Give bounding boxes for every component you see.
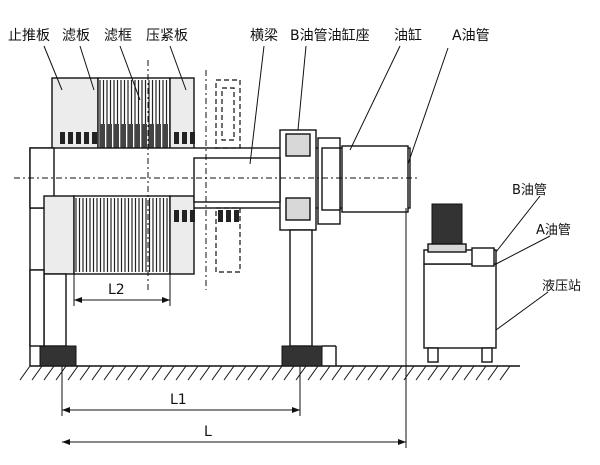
filter-frame-block bbox=[107, 124, 112, 148]
ground-hatch-line bbox=[475, 365, 487, 381]
filter-frame-block bbox=[114, 124, 119, 148]
ground bbox=[19, 365, 520, 381]
ground-hatch-line bbox=[103, 365, 115, 381]
plate-handle bbox=[182, 210, 187, 222]
filter-frame-block bbox=[128, 124, 133, 148]
ground-hatch-line bbox=[355, 365, 367, 381]
plate-handle bbox=[60, 132, 65, 144]
ground-hatch-line bbox=[127, 365, 139, 381]
plate-handle bbox=[218, 210, 223, 222]
ground-hatch-line bbox=[367, 365, 379, 381]
label-filter-frame: 滤框 bbox=[104, 28, 132, 44]
label-filter-plate: 滤板 bbox=[62, 28, 90, 44]
filter-frame-block bbox=[142, 124, 147, 148]
filter-frame-block bbox=[163, 124, 168, 148]
plate-handle bbox=[84, 132, 89, 144]
ground-hatch-line bbox=[307, 365, 319, 381]
leader-lines bbox=[43, 45, 551, 331]
ground-hatch-line bbox=[259, 365, 271, 381]
ground-hatch-line bbox=[211, 365, 223, 381]
ground-hatch-line bbox=[295, 365, 307, 381]
plate-handle bbox=[174, 132, 179, 144]
plate-handle bbox=[92, 132, 97, 144]
ground-hatch-line bbox=[487, 365, 499, 381]
plate-handle bbox=[182, 132, 187, 144]
ground-hatch-line bbox=[31, 365, 43, 381]
ground-hatch-line bbox=[43, 365, 55, 381]
plate-handle bbox=[190, 210, 195, 222]
left-frame-post bbox=[29, 269, 45, 347]
oil-cylinder bbox=[341, 145, 409, 213]
filter-frame-block bbox=[121, 124, 126, 148]
ground-hatch-line bbox=[151, 365, 163, 381]
left-support bbox=[39, 273, 77, 367]
ground-hatch-line bbox=[379, 365, 391, 381]
plate-handle bbox=[226, 210, 231, 222]
moving-plate-outline bbox=[215, 79, 241, 273]
upper-filter-stack bbox=[51, 77, 195, 159]
ground-hatch-line bbox=[343, 365, 355, 381]
cylinder-seat bbox=[279, 129, 341, 231]
ground-hatch-line bbox=[19, 365, 31, 381]
label-b-pipe-right: B油管 bbox=[512, 183, 547, 198]
label-a-pipe-right: A油管 bbox=[536, 223, 571, 238]
dimension-l1: L1 bbox=[170, 392, 187, 408]
ground-hatch-line bbox=[427, 365, 439, 381]
filter-frame-block bbox=[156, 124, 161, 148]
plate-handle bbox=[174, 210, 179, 222]
ground-hatch-line bbox=[331, 365, 343, 381]
label-hydraulic-station: 液压站 bbox=[542, 279, 581, 294]
plate-handle bbox=[76, 132, 81, 144]
filter-frame-block bbox=[149, 124, 154, 148]
label-stop-plate: 止推板 bbox=[8, 28, 50, 44]
dimension-lines bbox=[61, 208, 407, 448]
ground-hatch-line bbox=[463, 365, 475, 381]
ground-hatch-line bbox=[451, 365, 463, 381]
ground-hatch-line bbox=[235, 365, 247, 381]
hydraulic-station bbox=[423, 203, 497, 363]
ground-hatch-line bbox=[415, 365, 427, 381]
ground-hatch-line bbox=[223, 365, 235, 381]
ground-hatch-line bbox=[187, 365, 199, 381]
right-support bbox=[281, 229, 337, 367]
filter-frame-block bbox=[100, 124, 105, 148]
ground-hatch-line bbox=[199, 365, 211, 381]
filter-frame-block bbox=[135, 124, 140, 148]
plate-handle bbox=[190, 132, 195, 144]
ground-hatch-line bbox=[79, 365, 91, 381]
ground-hatch-line bbox=[247, 365, 259, 381]
label-beam: 横梁 bbox=[250, 28, 278, 44]
label-b-pipe-seat: B油管油缸座 bbox=[290, 27, 370, 44]
ground-hatch-line bbox=[439, 365, 451, 381]
ground-hatch-line bbox=[283, 365, 295, 381]
ground-hatch-line bbox=[271, 365, 283, 381]
ground-hatch-line bbox=[499, 365, 511, 381]
dimension-l2: L2 bbox=[108, 282, 125, 298]
lower-filter-stack bbox=[43, 195, 239, 275]
ground-hatch-line bbox=[391, 365, 403, 381]
plate-handle bbox=[68, 132, 73, 144]
dimension-l: L bbox=[204, 424, 212, 440]
ground-hatch-line bbox=[139, 365, 151, 381]
label-a-pipe-top: A油管 bbox=[452, 28, 490, 44]
ground-hatch-line bbox=[175, 365, 187, 381]
ground-hatch-line bbox=[115, 365, 127, 381]
ground-hatching bbox=[19, 365, 511, 381]
ground-hatch-line bbox=[163, 365, 175, 381]
ground-hatch-line bbox=[91, 365, 103, 381]
label-press-plate: 压紧板 bbox=[146, 28, 188, 44]
ground-hatch-line bbox=[55, 365, 67, 381]
piston-rod bbox=[193, 157, 281, 203]
plate-handle bbox=[234, 210, 239, 222]
ground-hatch-line bbox=[67, 365, 79, 381]
ground-hatch-line bbox=[319, 365, 331, 381]
label-cylinder: 油缸 bbox=[394, 27, 422, 44]
